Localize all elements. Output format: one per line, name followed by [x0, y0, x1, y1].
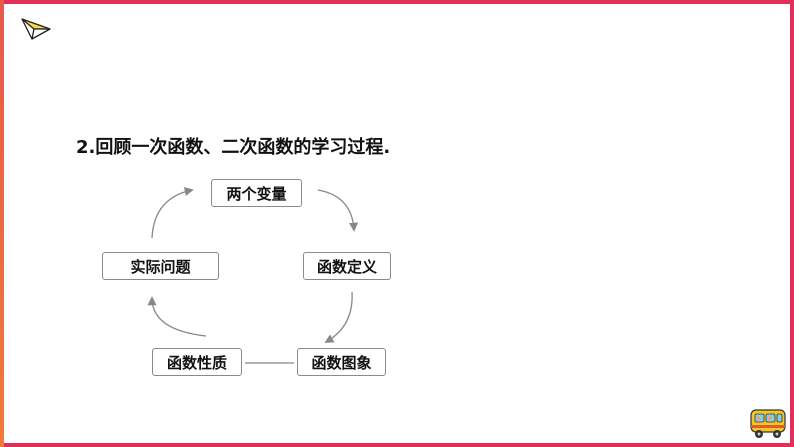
node-function-properties: 函数性质	[152, 348, 242, 376]
node-function-definition: 函数定义	[303, 252, 391, 280]
arrow-problem-to-variables	[151, 187, 194, 239]
arrow-variables-to-definition	[317, 189, 359, 232]
arrow-definition-to-graph	[324, 291, 353, 343]
arrow-properties-to-problem	[147, 296, 207, 337]
frame-left-border	[0, 0, 4, 447]
paper-plane-icon	[21, 18, 51, 40]
section-heading: 2.回顾一次函数、二次函数的学习过程.	[76, 137, 391, 158]
node-real-problem: 实际问题	[102, 252, 219, 280]
frame-bottom-border	[0, 443, 794, 447]
school-bus-icon	[750, 409, 786, 438]
node-two-variables: 两个变量	[211, 179, 302, 207]
frame-right-border	[790, 0, 794, 447]
frame-top-border	[0, 0, 794, 4]
node-function-graph: 函数图象	[297, 348, 386, 376]
